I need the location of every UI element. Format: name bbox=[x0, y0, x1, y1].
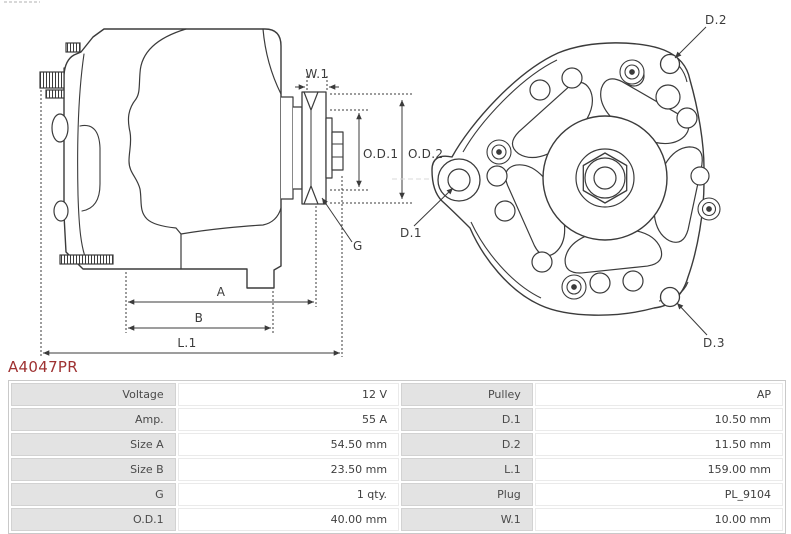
spec-value: AP bbox=[534, 383, 783, 406]
dim-label-l1: L.1 bbox=[177, 336, 196, 350]
side-view-dimensions bbox=[40, 76, 413, 357]
dim-label-d2: D.2 bbox=[705, 13, 727, 27]
dim-label-d1: D.1 bbox=[400, 226, 422, 240]
spec-label: G bbox=[11, 483, 176, 506]
spec-value: 12 V bbox=[177, 383, 400, 406]
spec-value: 11.50 mm bbox=[534, 433, 783, 456]
dim-label-d3: D.3 bbox=[703, 336, 725, 350]
spec-row: Voltage 12 V Pulley AP bbox=[11, 383, 783, 406]
spec-label: D.2 bbox=[401, 433, 533, 456]
spec-row: Amp. 55 A D.1 10.50 mm bbox=[11, 408, 783, 431]
shaft-hub bbox=[542, 115, 668, 241]
front-view bbox=[392, 26, 721, 336]
spec-label: W.1 bbox=[401, 508, 533, 531]
spec-value: 23.50 mm bbox=[177, 458, 400, 481]
spec-value: 1 qty. bbox=[177, 483, 400, 506]
spec-value: 10.00 mm bbox=[534, 508, 783, 531]
grommets bbox=[486, 59, 721, 300]
leader-g bbox=[321, 197, 353, 243]
spec-label: Voltage bbox=[11, 383, 176, 406]
leader-d3 bbox=[676, 302, 708, 336]
spec-value: 10.50 mm bbox=[534, 408, 783, 431]
drawing-canvas: W.1 O.D.1 O.D.2 G A B L.1 D.1 D.2 D.3 bbox=[4, 1, 727, 357]
alternator-technical-drawing: W.1 O.D.1 O.D.2 G A B L.1 D.1 D.2 D.3 bbox=[4, 1, 727, 357]
spec-row: O.D.1 40.00 mm W.1 10.00 mm bbox=[11, 508, 783, 531]
pulley bbox=[301, 91, 327, 205]
rear-knob bbox=[51, 113, 69, 143]
rear-knob bbox=[53, 200, 69, 222]
shaft-nut bbox=[331, 131, 344, 171]
spec-value: 159.00 mm bbox=[534, 458, 783, 481]
leader-d1 bbox=[413, 187, 454, 227]
dim-label-b: B bbox=[195, 311, 204, 325]
spec-value: PL_9104 bbox=[534, 483, 783, 506]
spec-value: 54.50 mm bbox=[177, 433, 400, 456]
part-number: A4047PR bbox=[8, 358, 79, 376]
side-view bbox=[51, 28, 344, 289]
dim-label-w1: W.1 bbox=[305, 67, 328, 81]
spec-label: Pulley bbox=[401, 383, 533, 406]
spec-label: Size A bbox=[11, 433, 176, 456]
dim-label-od2: O.D.2 bbox=[408, 147, 443, 161]
spec-row: G 1 qty. Plug PL_9104 bbox=[11, 483, 783, 506]
leader-d2 bbox=[674, 26, 707, 59]
spec-label: D.1 bbox=[401, 408, 533, 431]
dim-label-a: A bbox=[217, 285, 226, 299]
specs-table: Voltage 12 V Pulley AP Amp. 55 A D.1 10.… bbox=[8, 380, 786, 534]
rear-studs bbox=[39, 42, 114, 265]
spec-label: O.D.1 bbox=[11, 508, 176, 531]
dimension-labels: W.1 O.D.1 O.D.2 G A B L.1 D.1 D.2 D.3 bbox=[177, 13, 727, 350]
dim-label-g: G bbox=[353, 239, 363, 253]
spec-label: Amp. bbox=[11, 408, 176, 431]
spec-row: Size B 23.50 mm L.1 159.00 mm bbox=[11, 458, 783, 481]
spec-label: Plug bbox=[401, 483, 533, 506]
spec-label: Size B bbox=[11, 458, 176, 481]
spec-value: 55 A bbox=[177, 408, 400, 431]
spec-label: L.1 bbox=[401, 458, 533, 481]
spec-value: 40.00 mm bbox=[177, 508, 400, 531]
dim-label-od1: O.D.1 bbox=[363, 147, 398, 161]
shaft-washer bbox=[325, 117, 333, 179]
spec-row: Size A 54.50 mm D.2 11.50 mm bbox=[11, 433, 783, 456]
